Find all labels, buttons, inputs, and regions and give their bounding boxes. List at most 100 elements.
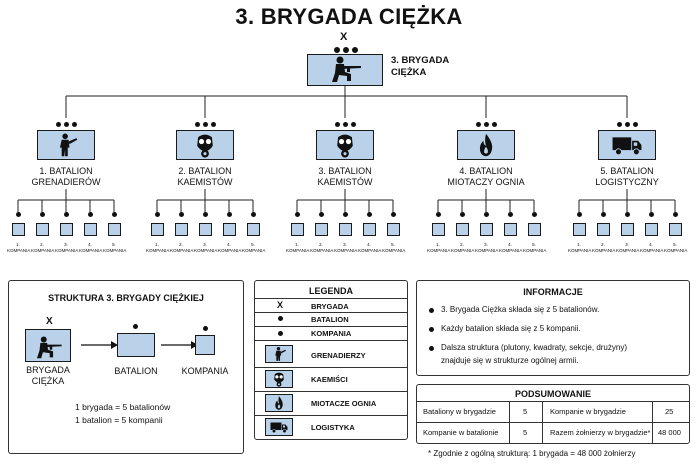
company-label: 4. KOMPANIA xyxy=(640,242,664,253)
company-dot xyxy=(390,212,396,217)
brigade-dots xyxy=(331,47,361,53)
company-label: 3. KOMPANIA xyxy=(334,242,358,253)
flame-icon xyxy=(271,395,287,411)
legend-title: LEGENDA xyxy=(308,286,353,296)
battalion-box-1 xyxy=(37,130,95,160)
company-label: 5. KOMPANIA xyxy=(523,242,547,253)
structure-panel: STRUKTURA 3. BRYGADY CIĘŻKIEJ X BRYGADA … xyxy=(8,280,244,454)
info-panel: INFORMACJE 3. Brygada Ciężka składa się … xyxy=(416,280,690,376)
soldier-kneeling-rifle-icon xyxy=(31,335,65,361)
battalion-label-1: 1. BATALION GRENADIERÓW xyxy=(31,166,101,187)
company-label: 2. KOMPANIA xyxy=(31,242,55,253)
legend-label-brigade: BRYGADA xyxy=(311,302,349,311)
company-box xyxy=(198,223,212,236)
company-dot xyxy=(483,212,489,217)
structure-brigade-label: BRYGADA CIĘŻKA xyxy=(26,365,70,386)
company-box xyxy=(107,223,121,236)
company-label: 4. KOMPANIA xyxy=(218,242,242,253)
company-box xyxy=(83,223,97,236)
battalion-label-5: 5. BATALION LOGISTYCZNY xyxy=(595,166,659,187)
company-box xyxy=(455,223,469,236)
company-box xyxy=(527,223,541,236)
company-label: 1. KOMPANIA xyxy=(146,242,170,253)
company-dot xyxy=(648,212,654,217)
info-item: Dalsza struktura (plutony, kwadraty, sek… xyxy=(427,341,685,354)
company-label: 2. KOMPANIA xyxy=(592,242,616,253)
legend-truck-box xyxy=(265,418,293,436)
company-label: 2. KOMPANIA xyxy=(451,242,475,253)
legend-label-logistics: LOGISTYKA xyxy=(311,423,355,432)
battalion-dots xyxy=(193,122,217,127)
company-label: 1. KOMPANIA xyxy=(568,242,592,253)
structure-brigade-box xyxy=(25,329,71,362)
company-dot xyxy=(294,212,300,217)
gas-mask-icon xyxy=(332,132,358,158)
company-box xyxy=(479,223,493,236)
company-dot xyxy=(600,212,606,217)
company-box xyxy=(620,223,634,236)
legend-x-symbol: X xyxy=(277,300,284,310)
summary-value-total-soldiers: 48 000 xyxy=(658,428,681,437)
legend-label-kaemisci: KAEMIŚCI xyxy=(311,375,348,384)
company-dot xyxy=(366,212,372,217)
company-box xyxy=(338,223,352,236)
company-dot xyxy=(459,212,465,217)
company-box xyxy=(11,223,25,236)
structure-battalion-box xyxy=(117,333,155,357)
company-dot xyxy=(15,212,21,217)
legend-label-flamethrowers: MIOTACZE OGNIA xyxy=(311,399,377,408)
battalion-dots xyxy=(54,122,78,127)
summary-label-battalions: Bataliony w brygadzie xyxy=(423,407,496,416)
battalion-dots xyxy=(474,122,498,127)
info-title: INFORMACJE xyxy=(523,287,583,297)
company-dot xyxy=(576,212,582,217)
company-label: 1. KOMPANIA xyxy=(7,242,31,253)
company-label: 1. KOMPANIA xyxy=(427,242,451,253)
battalion-label-3: 3. BATALION KAEMISTÓW xyxy=(317,166,373,187)
battalion-box-5 xyxy=(598,130,656,160)
company-box xyxy=(572,223,586,236)
company-dot xyxy=(531,212,537,217)
company-label: 5. KOMPANIA xyxy=(382,242,406,253)
summary-label-companies-battalion: Kompanie w batalionie xyxy=(423,428,499,437)
structure-company-box xyxy=(195,335,215,355)
brigade-echelon-symbol: X xyxy=(340,31,348,43)
company-box xyxy=(174,223,188,236)
company-dot xyxy=(111,212,117,217)
flame-icon xyxy=(473,132,499,158)
battalion-label-2: 2. BATALION KAEMISTÓW xyxy=(177,166,233,187)
info-item-continuation: znajduje się w strukturze ogólnej armii. xyxy=(441,356,579,365)
structure-x: X xyxy=(46,316,53,327)
summary-value-battalions: 5 xyxy=(523,407,528,416)
summary-title: PODSUMOWANIE xyxy=(514,389,591,399)
company-label: 5. KOMPANIA xyxy=(242,242,266,253)
legend-grenadier-box xyxy=(265,345,293,363)
battalion-label-4: 4. BATALION MIOTACZY OGNIA xyxy=(447,166,525,187)
company-label: 2. KOMPANIA xyxy=(170,242,194,253)
gas-mask-icon xyxy=(271,371,287,387)
company-dot xyxy=(318,212,324,217)
company-box xyxy=(222,223,236,236)
arrow-right-icon xyxy=(161,341,198,349)
company-dot xyxy=(672,212,678,217)
summary-label-total-soldiers: Razem żołnierzy w brygadzie* xyxy=(550,428,651,437)
company-box xyxy=(386,223,400,236)
company-box xyxy=(290,223,304,236)
company-box xyxy=(150,223,164,236)
arrow-right-icon xyxy=(81,341,118,349)
summary-panel: PODSUMOWANIE Bataliony w brygadzie 5 Kom… xyxy=(416,384,690,444)
company-label: 4. KOMPANIA xyxy=(358,242,382,253)
soldier-kneeling-rifle-icon xyxy=(325,55,365,85)
company-label: 3. KOMPANIA xyxy=(55,242,79,253)
info-list: 3. Brygada Ciężka składa się z 5 batalio… xyxy=(427,303,685,367)
company-box xyxy=(35,223,49,236)
battalion-box-3 xyxy=(316,130,374,160)
company-dot xyxy=(87,212,93,217)
company-label: 4. KOMPANIA xyxy=(499,242,523,253)
company-label: 2. KOMPANIA xyxy=(310,242,334,253)
info-item: 3. Brygada Ciężka składa się z 5 batalio… xyxy=(427,303,685,316)
gas-mask-icon xyxy=(192,132,218,158)
company-label: 3. KOMPANIA xyxy=(616,242,640,253)
legend-label-company: KOMPANIA xyxy=(311,329,352,338)
brigade-label: 3. BRYGADA CIĘŻKA xyxy=(391,55,450,78)
